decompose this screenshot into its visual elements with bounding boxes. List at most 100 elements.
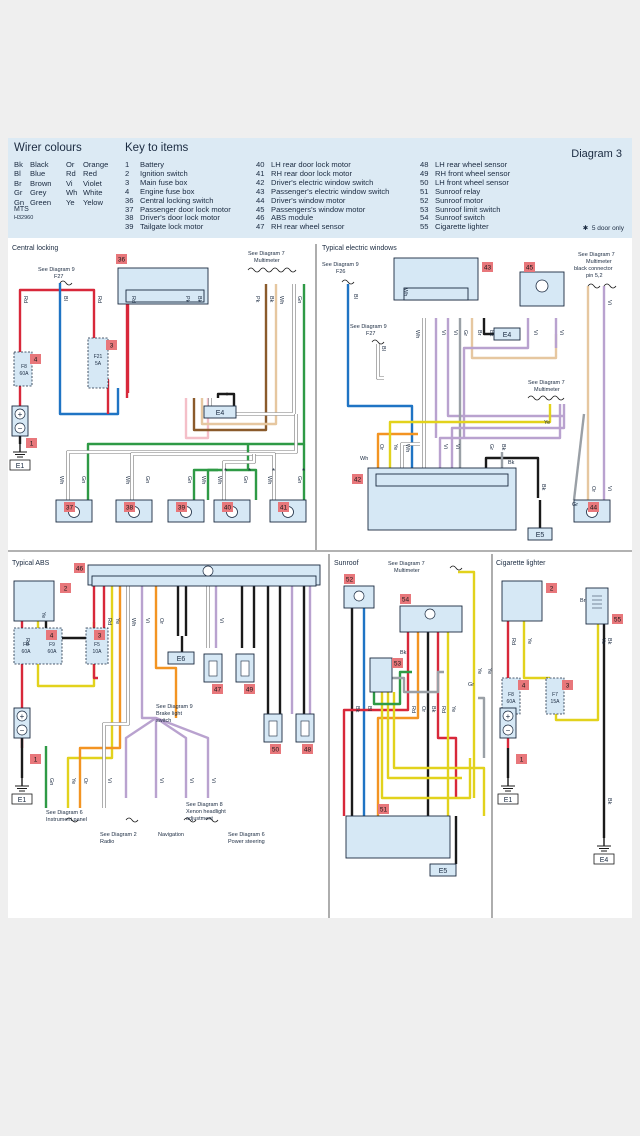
- white-wire: [130, 452, 254, 500]
- wire-colour-label: Vi: [454, 444, 460, 449]
- wire-colour-label: Pk: [254, 296, 260, 303]
- colour-legend-cell: Gn: [14, 197, 25, 207]
- diagram-label: Xenon headlight: [186, 809, 226, 815]
- diagram-label: Navigation: [158, 832, 184, 838]
- key-item: Sunroof motor: [435, 195, 484, 205]
- panel-title: Sunroof: [334, 560, 359, 567]
- key-item: LH rear door lock motor: [271, 160, 351, 169]
- fuse-box: [13, 351, 33, 387]
- panel-title: Central locking: [12, 245, 58, 252]
- item-number: 55: [614, 617, 622, 624]
- wire-colour-label: Vi: [606, 300, 612, 305]
- violet-wire: [124, 717, 157, 798]
- key-item: Sunroof limit switch: [435, 204, 501, 214]
- wire-colour-label: Bk: [606, 638, 612, 645]
- item-number: 38: [126, 505, 134, 512]
- wire-colour-label: Wh: [402, 288, 408, 296]
- item-number: 52: [346, 577, 354, 584]
- wire-colour-label: Ye: [450, 706, 456, 712]
- connector-symbol: [125, 817, 139, 823]
- ground-point-label: E5: [536, 532, 545, 539]
- ground-point-box: [497, 793, 519, 805]
- item-number: 41: [280, 505, 288, 512]
- connector-symbol: [539, 395, 553, 401]
- wire-colour-label: Vi: [558, 330, 564, 335]
- green-wire: [206, 468, 218, 500]
- five-door-marker: *: [302, 467, 305, 476]
- wire-colour-label: Bk: [354, 706, 360, 713]
- wire-colour-label: Wh: [360, 456, 368, 462]
- item-number-tag: [546, 583, 557, 593]
- minus-sign: −: [18, 424, 23, 433]
- colour-legend-cell: Orange: [83, 160, 109, 169]
- wire-colour-label: Rd: [24, 638, 30, 645]
- item-number-tag: [352, 474, 363, 484]
- colour-legend-cell: Br: [14, 178, 22, 188]
- green-wire: [372, 670, 412, 706]
- key-item: LH rear wheel sensor: [435, 160, 508, 169]
- ground-point-e4: [493, 327, 521, 341]
- ground-point-label: E4: [503, 332, 512, 339]
- sensor-coil: [268, 720, 278, 737]
- item-number-tag: [30, 754, 41, 764]
- wire-colour-label: Ye: [486, 668, 492, 674]
- red-wire: [92, 586, 98, 680]
- item-number: 1: [520, 757, 524, 764]
- grey-wire: [392, 670, 444, 694]
- key-item: Driver's window motor: [271, 195, 346, 205]
- wire-colour-label: Ye: [392, 444, 398, 450]
- connector-symbol: [205, 817, 219, 823]
- key-item: 53: [420, 204, 429, 214]
- grey-wire: [478, 696, 486, 758]
- item-number: 50: [272, 747, 280, 754]
- key-item: 1: [125, 160, 130, 169]
- key-item: Passenger's electric window switch: [271, 186, 390, 196]
- green-wire: [86, 284, 306, 500]
- colour-legend-cell: Wh: [66, 188, 78, 198]
- white-wire: [254, 452, 276, 500]
- wire-colour-label: Ye: [40, 612, 46, 618]
- violet-wire: [450, 404, 566, 468]
- item-number: 45: [526, 265, 534, 272]
- diagram-label: F27: [54, 274, 63, 280]
- wire-colour-label: Wh: [124, 476, 130, 484]
- connector-symbol: [371, 339, 385, 345]
- diagram-label: See Diagram 9: [350, 324, 387, 330]
- diagram-label: pin 5,2: [586, 273, 603, 279]
- wire-colour-label: Vi: [188, 778, 194, 783]
- wire-colour-label: Wh: [200, 476, 206, 484]
- tan-wire: [200, 284, 278, 426]
- diagram-label: See Diagram 7: [528, 380, 565, 386]
- white-wire: [376, 344, 384, 380]
- abs-pins: [91, 575, 317, 587]
- ground-point-label: E6: [177, 656, 186, 663]
- mts-logo: MTS: [14, 206, 29, 213]
- wire-colour-label: Ye: [544, 420, 550, 426]
- wire-colour-label: Rd: [410, 706, 416, 713]
- blue-wire: [58, 283, 120, 416]
- diagram-label: 5A: [95, 361, 102, 367]
- ground-point-e5: [429, 863, 457, 877]
- key-item: 4: [125, 186, 130, 196]
- connector-symbol: [59, 280, 73, 286]
- item-number-tag: [612, 614, 623, 624]
- wire-colour-label: Or: [378, 444, 384, 450]
- wire-colour-label: Vi: [106, 778, 112, 783]
- diagram-label: See Diagram 9: [156, 704, 193, 710]
- wire-colour-label: Wh: [58, 476, 64, 484]
- connector-symbol: [551, 395, 565, 401]
- item-number-tag: [74, 563, 85, 573]
- yellow-wire: [522, 621, 550, 680]
- wire-colour-label: Wh: [278, 296, 284, 304]
- ignition-switch: [501, 580, 543, 622]
- wire-colours-title: Wirer colours: [14, 142, 82, 154]
- yellow-wire: [66, 586, 114, 808]
- item-number-tag: [344, 574, 355, 584]
- key-item: 41: [256, 168, 265, 178]
- diagram-label: 60A: [20, 371, 30, 377]
- diagram-number: Diagram 3: [571, 148, 622, 160]
- diagram-label: Radio: [100, 839, 114, 845]
- wire-colour-label: Bl: [366, 706, 372, 711]
- item-number-tag: [562, 680, 573, 690]
